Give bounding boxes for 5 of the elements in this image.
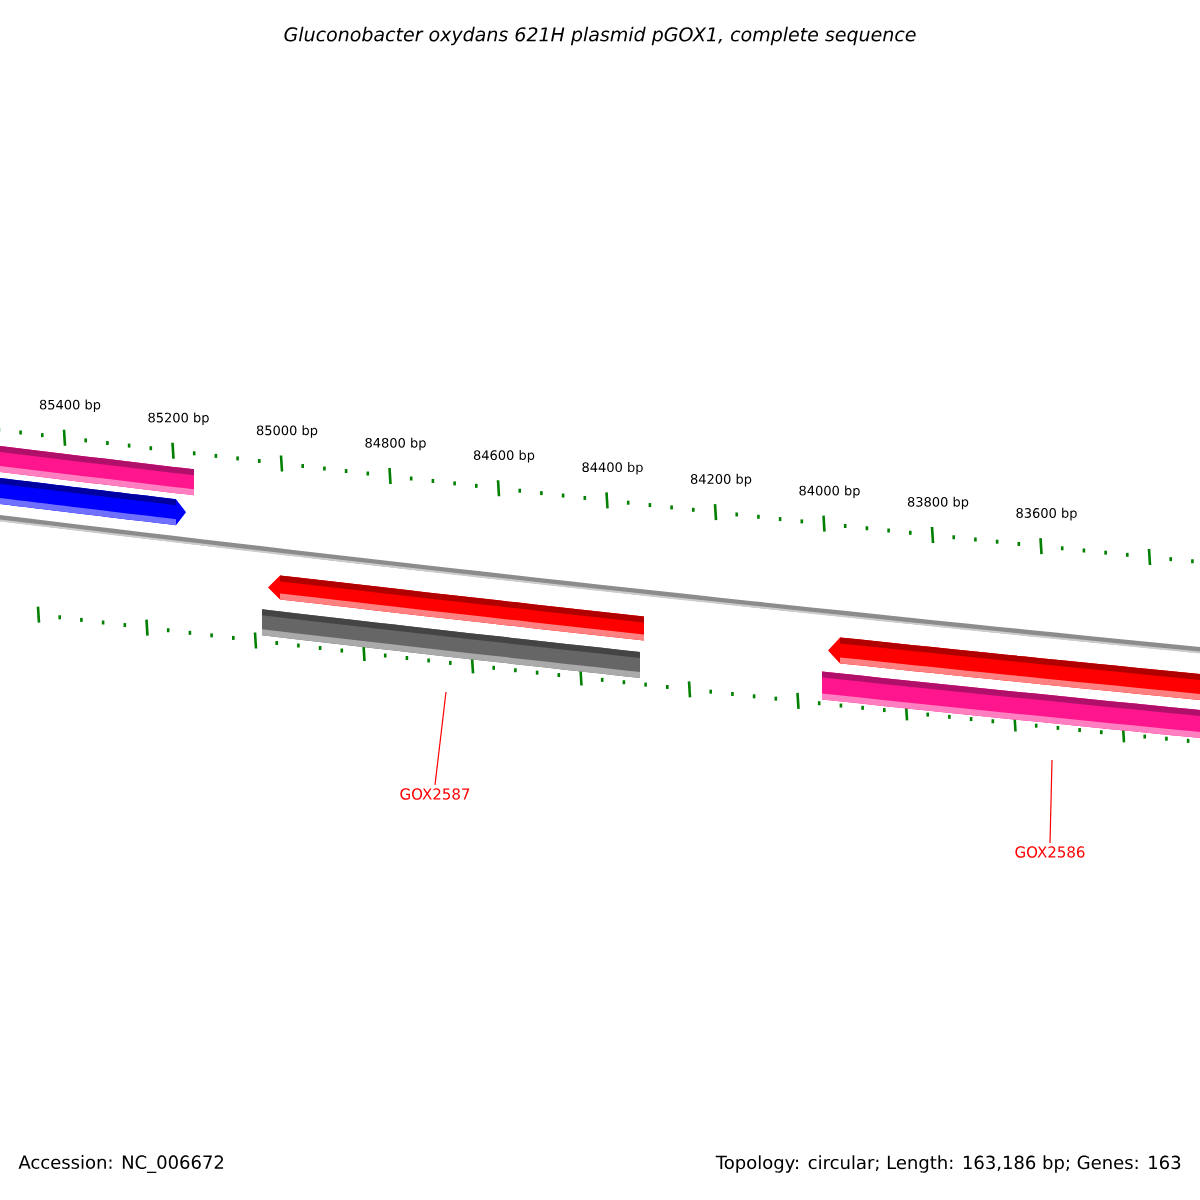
leader-line	[1049, 759, 1053, 844]
leader-line	[434, 691, 447, 786]
accession-text: Accession: NC_006672	[18, 1155, 224, 1173]
summary-text: Topology: circular; Length: 163,186 bp; Genes: 163	[715, 1155, 1181, 1173]
title: Gluconobacter oxydans 621H plasmid pGOX1, complete sequence	[284, 26, 916, 46]
